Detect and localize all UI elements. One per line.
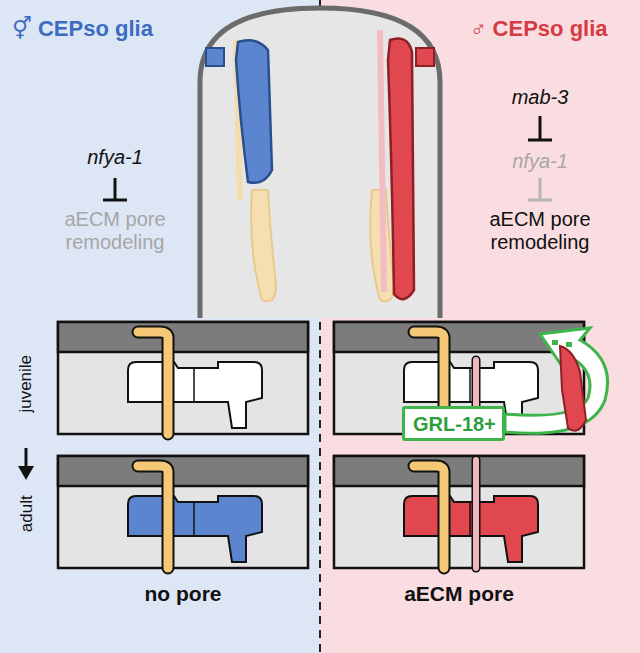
tissue-panel — [58, 456, 308, 568]
glia-detail — [560, 346, 586, 431]
cuticle-band — [334, 456, 584, 486]
gene-label: GRL-18+ — [413, 413, 494, 436]
stage-label: adult — [16, 496, 36, 533]
glia-tip — [206, 48, 224, 66]
text-label: aECM pore remodeling — [465, 208, 615, 254]
inhibition — [528, 199, 552, 202]
cep-neuron — [138, 466, 168, 568]
cuticle-band — [58, 456, 308, 486]
glia-left — [236, 40, 272, 183]
inhibition — [114, 178, 117, 200]
text-label: aECM pore remodeling — [40, 208, 190, 254]
cepso-glia — [128, 362, 262, 428]
text-label: no pore — [83, 582, 283, 606]
inhibition — [539, 116, 542, 140]
time-arrowhead — [18, 466, 34, 480]
neuron-left — [251, 190, 276, 301]
male-neuron — [380, 30, 384, 292]
text-label: nfya-1 — [60, 146, 170, 169]
inhibition — [528, 139, 552, 142]
glia-seam — [193, 368, 195, 402]
inhibition — [103, 199, 127, 202]
grl-dot — [552, 340, 558, 345]
neuron-outline — [414, 466, 444, 568]
stage-label: juvenile — [16, 355, 36, 413]
text-label: mab-3 — [480, 86, 600, 109]
neuron-outline — [138, 466, 168, 568]
glia-seam — [193, 502, 195, 536]
cuticle-band — [58, 322, 308, 352]
glia-seam — [469, 368, 471, 402]
cep-neuron — [414, 466, 444, 568]
gene-box: GRL-18+ — [402, 406, 505, 441]
text-label: nfya-1 — [480, 150, 600, 173]
cepso-glia — [404, 496, 538, 562]
neuron-outline — [138, 332, 168, 434]
male-neuron-outline — [472, 460, 481, 568]
text-label: aECM pore — [359, 582, 559, 606]
cep-neuron — [138, 332, 168, 434]
tissue-panel — [334, 456, 584, 568]
glia-seam — [469, 502, 471, 536]
text-label: ⚥ CEPso glia — [12, 16, 187, 41]
glia-right — [388, 39, 414, 300]
grl-dot — [566, 342, 572, 347]
cepso-glia — [128, 496, 262, 562]
male-neuron — [473, 460, 479, 568]
tissue-panel — [58, 322, 308, 434]
inhibition — [539, 178, 542, 200]
text-label: ♂ CEPso glia — [470, 16, 635, 41]
callout-arrow — [505, 328, 608, 433]
worm-head — [200, 8, 440, 318]
glia-tip — [416, 48, 434, 66]
